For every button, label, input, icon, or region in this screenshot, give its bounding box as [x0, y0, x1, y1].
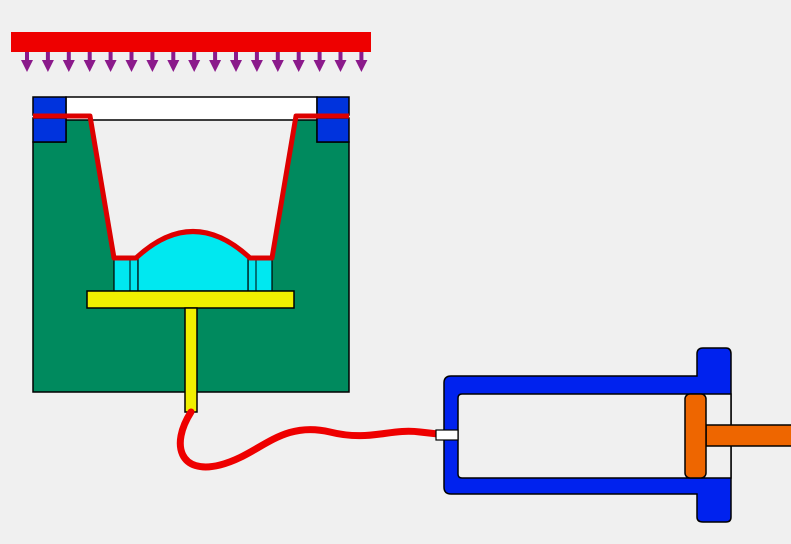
mold: [32, 96, 350, 393]
heat-arrow-stem: [275, 52, 280, 61]
clamp-block-left-top: [32, 96, 67, 116]
heat-arrow-stem: [25, 52, 29, 61]
down-arrow-icon: [355, 60, 368, 72]
down-arrow-icon: [271, 60, 284, 72]
plastic-sheet: [33, 113, 349, 261]
heat-arrow-stem: [87, 52, 92, 61]
vacuum-cylinder: [435, 347, 791, 523]
heat-arrow-stem: [171, 52, 176, 61]
heat-arrow-stem: [45, 52, 50, 61]
down-arrow-icon: [209, 60, 222, 72]
cylinder-inlet: [435, 429, 459, 441]
down-arrow-icon: [250, 60, 263, 72]
down-arrow-icon: [188, 60, 201, 72]
heat-arrow-stem: [192, 52, 197, 61]
down-arrow-icon: [146, 60, 159, 72]
clamp-block-left-bottom: [32, 117, 67, 143]
piston-head: [684, 393, 707, 479]
piston-rod: [705, 424, 791, 447]
down-arrow-icon: [41, 60, 54, 72]
heat-arrow-stem: [150, 52, 155, 61]
clamp-block-right-bottom: [316, 117, 350, 143]
ejector: [86, 290, 295, 413]
heat-arrow-stem: [296, 52, 301, 61]
ejector-stem: [184, 307, 198, 413]
down-arrow-icon: [167, 60, 180, 72]
heat-arrow-stem: [129, 52, 134, 61]
down-arrow-icon: [334, 60, 347, 72]
heat-arrow-stem: [213, 52, 218, 61]
heat-arrows: [21, 52, 368, 72]
cylinder-chamber: [457, 393, 732, 479]
down-arrow-icon: [83, 60, 96, 72]
down-arrow-icon: [104, 60, 117, 72]
heat-arrow-stem: [66, 52, 71, 61]
down-arrow-icon: [313, 60, 326, 72]
heater-bar: [11, 32, 371, 52]
heat-arrow-stem: [338, 52, 343, 61]
dome-insert: [137, 230, 249, 292]
down-arrow-icon: [21, 60, 33, 72]
clamp-frame: [65, 96, 318, 121]
down-arrow-icon: [62, 60, 75, 72]
clamp-block-right-top: [316, 96, 350, 116]
heat-arrow-stem: [234, 52, 238, 61]
heater-assembly: [11, 32, 371, 72]
heat-arrow-stem: [359, 52, 364, 61]
cavity-insert-right: [247, 257, 273, 292]
vacuum-hose: [176, 408, 442, 471]
down-arrow-icon: [292, 60, 305, 72]
heat-arrow-stem: [254, 52, 259, 61]
ejector-plate: [86, 290, 295, 309]
down-arrow-icon: [230, 60, 242, 72]
cavity-insert-left: [113, 257, 139, 292]
down-arrow-icon: [125, 60, 138, 72]
heat-arrow-stem: [317, 52, 322, 61]
heat-arrow-stem: [108, 52, 113, 61]
